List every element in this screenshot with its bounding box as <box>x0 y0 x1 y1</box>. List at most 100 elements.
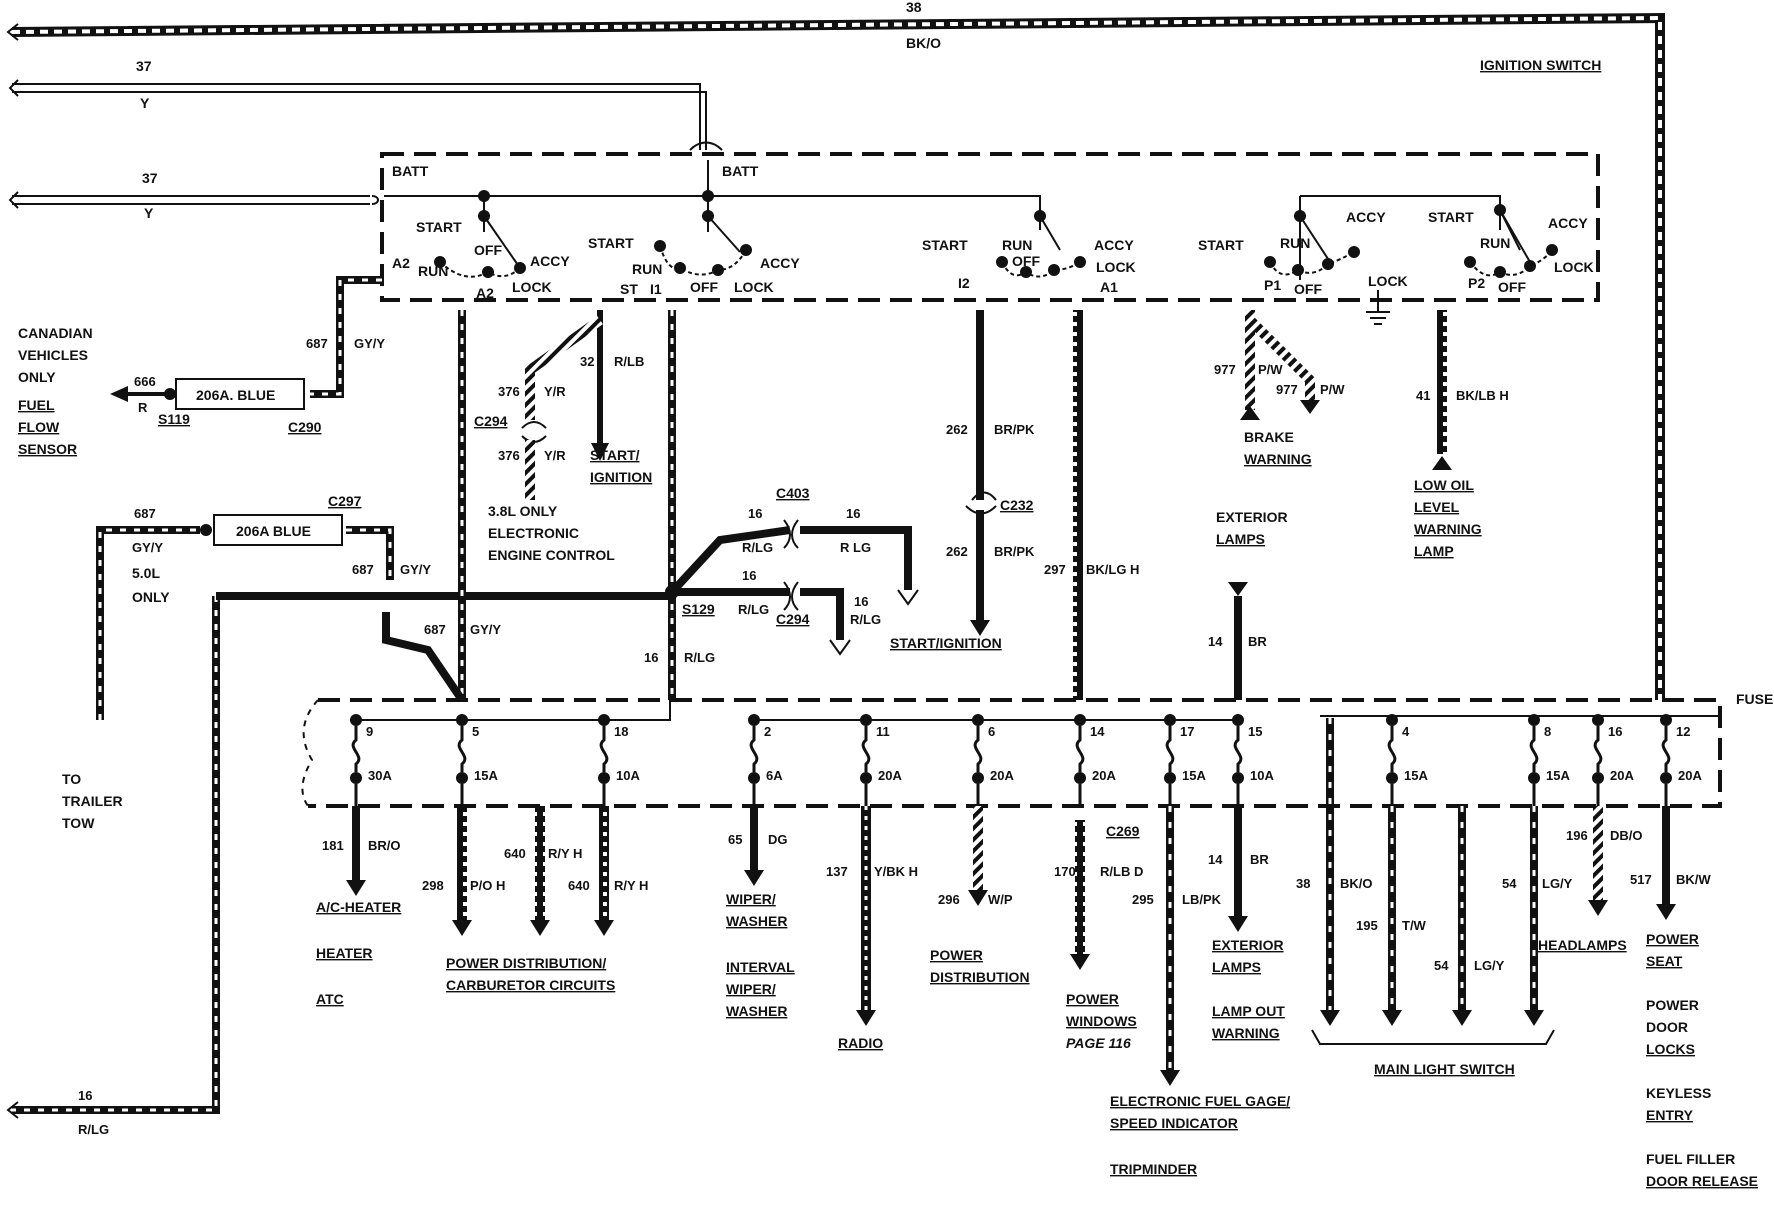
sw3-off: OFF <box>1012 253 1040 269</box>
ext-lamps-4: WARNING <box>1212 1025 1280 1041</box>
sw3-run: RUN <box>1002 237 1032 253</box>
wire-38: 38 BK/O <box>6 0 1665 700</box>
w38b-color: BK/O <box>1340 876 1373 891</box>
sw1-a2b: A2 <box>476 285 494 301</box>
fuse-number: 12 <box>1676 724 1690 739</box>
sw5-accy: ACCY <box>1548 215 1588 231</box>
low-oil-circuit: 41 BK/LB H LOW OIL LEVEL WARNING LAMP <box>1414 310 1509 559</box>
brake-warning-circuit: 977 P/W 977 P/W BRAKE WARNING <box>1214 310 1345 467</box>
batt-label-2: BATT <box>722 163 759 179</box>
fuse-number: 2 <box>764 724 771 739</box>
fuse-number: 11 <box>876 724 890 739</box>
w296-color: W/P <box>988 892 1013 907</box>
w195-color: T/W <box>1402 918 1427 933</box>
run-circuit-16: 16 R/LG 16 R LG 16 R/LG 16 R/LG 16 R/LG … <box>644 310 919 700</box>
fuse-amperage: 20A <box>1610 768 1634 783</box>
w666-num: 666 <box>134 374 156 389</box>
low-oil-2: LEVEL <box>1414 499 1460 515</box>
w16t-color: R/LG <box>78 1122 109 1137</box>
w262a-num: 262 <box>946 422 968 437</box>
w54a-num: 54 <box>1434 958 1449 973</box>
canadian-3: ONLY <box>18 369 56 385</box>
fuse-amperage: 20A <box>990 768 1014 783</box>
w16t-num: 16 <box>78 1088 92 1103</box>
w16e-color: R/LG <box>684 650 715 665</box>
keyless-2: ENTRY <box>1646 1107 1694 1123</box>
w517-num: 517 <box>1630 872 1652 887</box>
brake-2: WARNING <box>1244 451 1312 467</box>
w14-num: 14 <box>1208 634 1223 649</box>
fuse-amperage: 20A <box>878 768 902 783</box>
fuel-flow-2: FLOW <box>18 419 60 435</box>
sw5-lock: LOCK <box>1554 259 1594 275</box>
sw4-p1: P1 <box>1264 277 1281 293</box>
w640b-num: 640 <box>568 878 590 893</box>
w376b-num: 376 <box>498 448 520 463</box>
fuse-number: 4 <box>1402 724 1410 739</box>
five-l-1: 5.0L <box>132 565 160 581</box>
fuse-panel-title: FUSE PANEL <box>1736 691 1774 707</box>
sw2-accy: ACCY <box>760 255 800 271</box>
w687d-num: 687 <box>424 622 446 637</box>
c403: C403 <box>776 485 810 501</box>
sw3-lock: LOCK <box>1096 259 1136 275</box>
low-oil-4: LAMP <box>1414 543 1454 559</box>
w14b-num: 14 <box>1208 852 1223 867</box>
fuse-11: 11 20A <box>860 714 902 806</box>
w16c-num: 16 <box>742 568 756 583</box>
brake-1: BRAKE <box>1244 429 1294 445</box>
interval-1: INTERVAL <box>726 959 795 975</box>
w687c-num: 687 <box>352 562 374 577</box>
fuse-amperage: 10A <box>616 768 640 783</box>
low-oil-3: WARNING <box>1414 521 1482 537</box>
w376a-color: Y/R <box>544 384 566 399</box>
w196-num: 196 <box>1566 828 1588 843</box>
w54a-color: LG/Y <box>1474 958 1505 973</box>
w16b-color: R LG <box>840 540 871 555</box>
trailer-tow-circuit: 206A BLUE C297 687 GY/Y 687 GY/Y 5.0L ON… <box>6 493 470 1137</box>
fuse-amperage: 15A <box>1546 768 1570 783</box>
w262a-color: BR/PK <box>994 422 1035 437</box>
w54b-color: LG/Y <box>1542 876 1573 891</box>
fuse-2: 26A <box>748 714 783 806</box>
c297: C297 <box>328 493 362 509</box>
w298-num: 298 <box>422 878 444 893</box>
wire-38-num: 38 <box>906 0 922 15</box>
sw1-off: OFF <box>474 242 502 258</box>
w666-color: R <box>138 400 148 415</box>
w170-num: 170 <box>1054 864 1076 879</box>
w687b-color: GY/Y <box>132 540 163 555</box>
sw3-a1: A1 <box>1100 279 1118 295</box>
power-dist2-1: POWER <box>930 947 983 963</box>
fuse-amperage: 20A <box>1678 768 1702 783</box>
wire-37a-num: 37 <box>136 58 152 74</box>
power-dist-2: CARBURETOR CIRCUITS <box>446 977 615 993</box>
w16a-color: R/LG <box>742 540 773 555</box>
canadian-2: VEHICLES <box>18 347 88 363</box>
wire-37b-color: Y <box>144 205 154 221</box>
sw4-off: OFF <box>1294 281 1322 297</box>
power-dist2-2: DISTRIBUTION <box>930 969 1030 985</box>
sw2-off: OFF <box>690 279 718 295</box>
power-seat-1: POWER <box>1646 931 1699 947</box>
w296-num: 296 <box>938 892 960 907</box>
w137-color: Y/BK H <box>874 864 918 879</box>
w977b-color: P/W <box>1320 382 1345 397</box>
eec-3: ENGINE CONTROL <box>488 547 615 563</box>
interval-2: WIPER/ <box>726 981 776 997</box>
canadian-1: CANADIAN <box>18 325 93 341</box>
keyless-1: KEYLESS <box>1646 1085 1711 1101</box>
fuse-number: 8 <box>1544 724 1551 739</box>
power-windows-3: PAGE 116 <box>1066 1035 1131 1051</box>
module-blue-2-label: 206A BLUE <box>236 523 311 539</box>
low-oil-1: LOW OIL <box>1414 477 1474 493</box>
power-windows-2: WINDOWS <box>1066 1013 1137 1029</box>
w517-color: BK/W <box>1676 872 1711 887</box>
fuse-amperage: 20A <box>1092 768 1116 783</box>
fuse-amperage: 10A <box>1250 768 1274 783</box>
fuse-panel: FUSE PANEL <box>301 691 1774 808</box>
fuel-gage-3: TRIPMINDER <box>1110 1161 1197 1177</box>
sw3-i2: I2 <box>958 275 970 291</box>
